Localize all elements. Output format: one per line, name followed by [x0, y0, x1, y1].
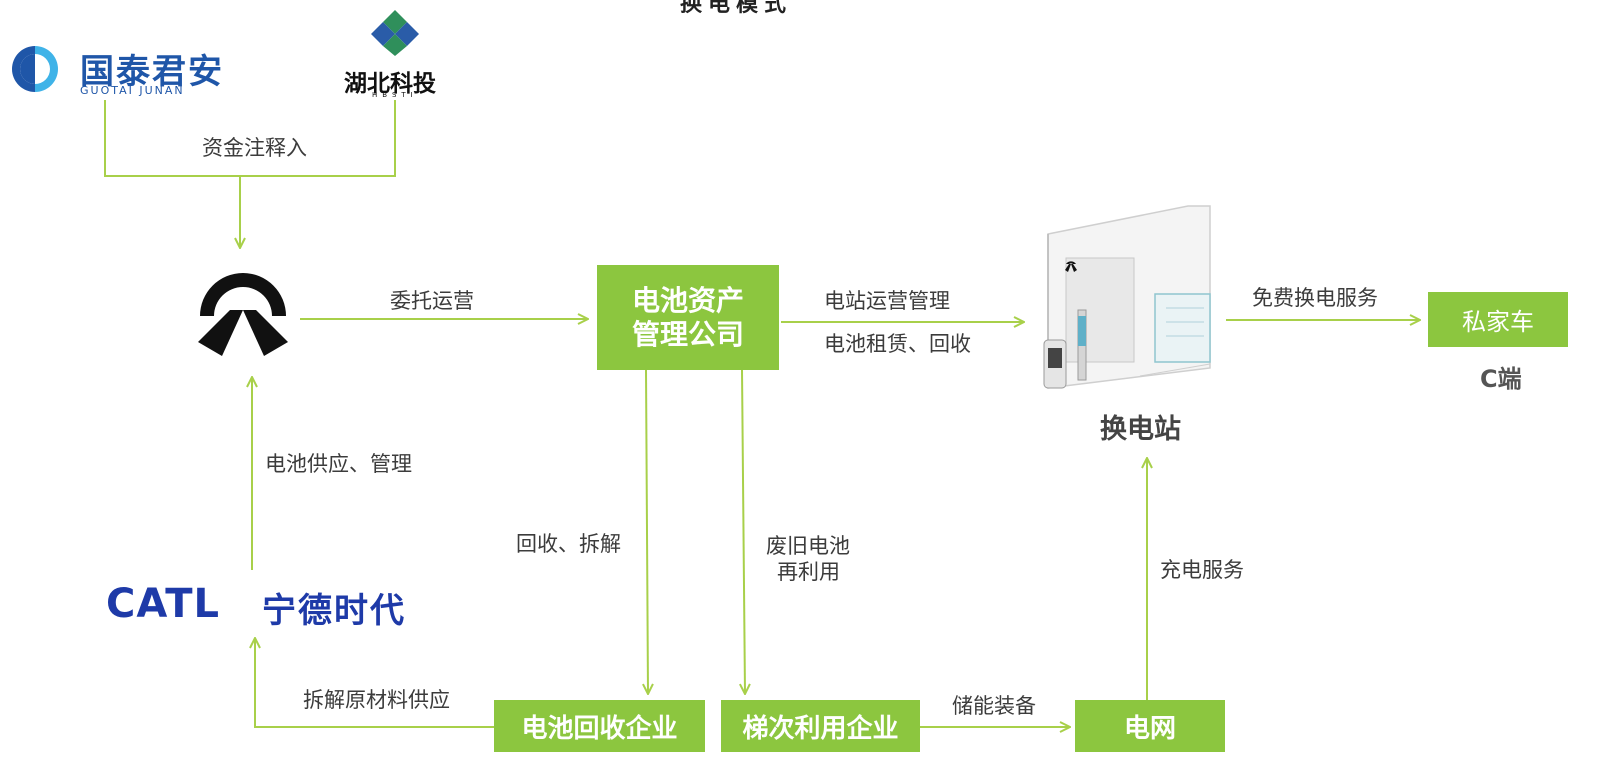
nio-logo-icon	[198, 273, 288, 356]
swap-station-label: 换电站	[1100, 414, 1181, 445]
charging-label: 充电服务	[1160, 558, 1244, 582]
free-swap-label: 免费换电服务	[1252, 286, 1378, 310]
recycle-dismantle-label: 回收、拆解	[516, 532, 621, 556]
cascade-company-node: 梯次利用企业	[721, 700, 920, 752]
hbst-name-en: HBSTI	[372, 91, 418, 99]
battery-supply-label: 电池供应、管理	[265, 452, 412, 476]
gtja-name-en: GUOTAI JUNAN	[80, 84, 185, 97]
energy-storage-label: 储能装备	[952, 694, 1036, 718]
funding-label: 资金注释入	[202, 136, 307, 160]
reuse-arrow	[742, 369, 745, 694]
waste-reuse-label-2: 再利用	[777, 560, 840, 584]
entrust-label: 委托运营	[390, 289, 474, 313]
hbst-logo-icon	[371, 10, 419, 56]
station-ops-label: 电站运营管理	[824, 289, 950, 313]
swap-station-illustration	[1043, 205, 1211, 389]
funding-connector	[104, 100, 396, 177]
asset-company-node: 电池资产 管理公司	[597, 265, 779, 370]
gtja-name-cn: 国泰君安	[80, 52, 224, 92]
catl-name-cn: 宁德时代	[262, 591, 406, 631]
battery-lease-label: 电池租赁、回收	[824, 332, 971, 356]
gtja-logo-icon	[12, 46, 58, 92]
private-car-node: 私家车	[1428, 292, 1568, 347]
raw-material-label: 拆解原材料供应	[303, 688, 450, 712]
recycle-arrow	[646, 369, 648, 694]
recycle-company-node: 电池回收企业	[494, 700, 705, 752]
grid-node: 电网	[1075, 700, 1225, 752]
hbst-name-cn: 湖北科投	[344, 71, 436, 97]
catl-name-en: CATL	[106, 581, 220, 627]
waste-reuse-label-1: 废旧电池	[766, 534, 850, 558]
c-end-label: C端	[1480, 365, 1522, 393]
raw-material-connector	[255, 638, 494, 728]
page-title: 换电模式	[680, 0, 793, 17]
